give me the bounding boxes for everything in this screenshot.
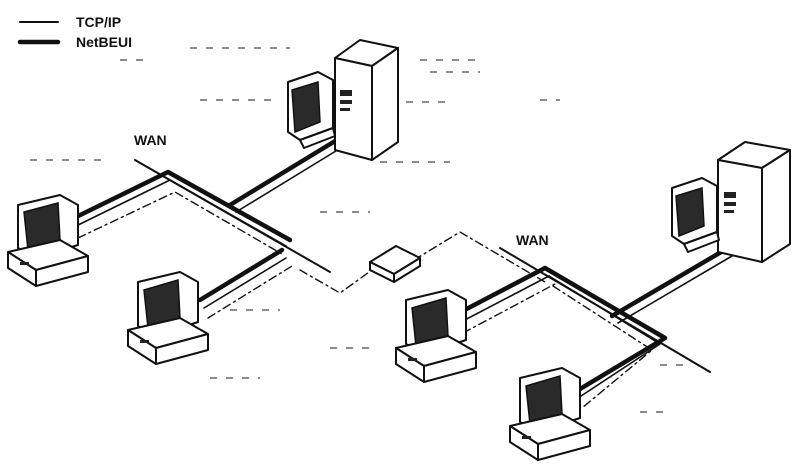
scan-noise bbox=[30, 47, 690, 413]
left-server bbox=[287, 39, 399, 161]
right-link-server bbox=[609, 245, 733, 324]
inter-network-link bbox=[299, 231, 546, 294]
left-link-server bbox=[227, 132, 350, 213]
router-device bbox=[369, 245, 421, 283]
left-wan-label: WAN bbox=[134, 132, 167, 148]
legend: TCP/IP NetBEUI bbox=[17, 14, 132, 50]
left-link-pc-a bbox=[67, 169, 293, 255]
netbeui-legend-label: NetBEUI bbox=[76, 34, 132, 50]
right-link-pc-b bbox=[542, 265, 668, 409]
right-server bbox=[671, 141, 791, 263]
left-pc-a bbox=[7, 194, 89, 287]
tcpip-legend-label: TCP/IP bbox=[76, 14, 121, 30]
right-pc-a bbox=[395, 289, 477, 383]
right-wan-label: WAN bbox=[516, 232, 549, 248]
left-pc-b bbox=[127, 271, 209, 365]
right-link-pc-a bbox=[452, 265, 556, 334]
left-link-pc-b bbox=[197, 247, 293, 319]
right-pc-b bbox=[509, 367, 591, 461]
